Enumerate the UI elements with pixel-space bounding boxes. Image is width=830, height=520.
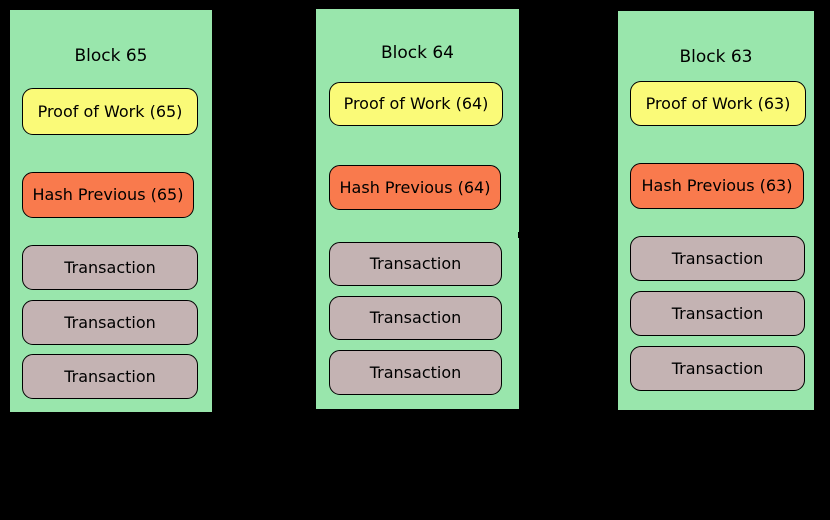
proof-of-work-pill[interactable]: Proof of Work (65) xyxy=(22,88,198,135)
transaction-pill[interactable]: Transaction xyxy=(630,346,805,391)
hash-previous-pill[interactable]: Hash Previous (63) xyxy=(630,163,804,209)
block-title: Block 64 xyxy=(380,43,454,63)
proof-of-work-pill[interactable]: Proof of Work (63) xyxy=(630,81,806,126)
transaction-pill[interactable]: Transaction xyxy=(22,300,198,345)
transaction-pill[interactable]: Transaction xyxy=(22,354,198,399)
block-title: Block 63 xyxy=(679,47,753,67)
transaction-pill[interactable]: Transaction xyxy=(630,236,805,281)
transaction-pill[interactable]: Transaction xyxy=(329,350,502,395)
hash-previous-pill[interactable]: Hash Previous (64) xyxy=(329,165,501,210)
block-container: Block 65 Proof of Work (65) Hash Previous … xyxy=(10,10,212,412)
transaction-pill[interactable]: Transaction xyxy=(329,242,502,286)
transaction-pill[interactable]: Transaction xyxy=(630,291,805,336)
block-container: Block 63 Proof of Work (63) Hash Previous … xyxy=(618,11,814,410)
block-container: Block 64 Proof of Work (64) Hash Previous … xyxy=(316,9,519,409)
transaction-pill[interactable]: Transaction xyxy=(22,245,198,290)
chain-link-marker xyxy=(518,232,521,238)
hash-previous-pill[interactable]: Hash Previous (65) xyxy=(22,172,194,218)
proof-of-work-pill[interactable]: Proof of Work (64) xyxy=(329,82,503,126)
transaction-pill[interactable]: Transaction xyxy=(329,296,502,340)
block-title: Block 65 xyxy=(74,46,148,66)
